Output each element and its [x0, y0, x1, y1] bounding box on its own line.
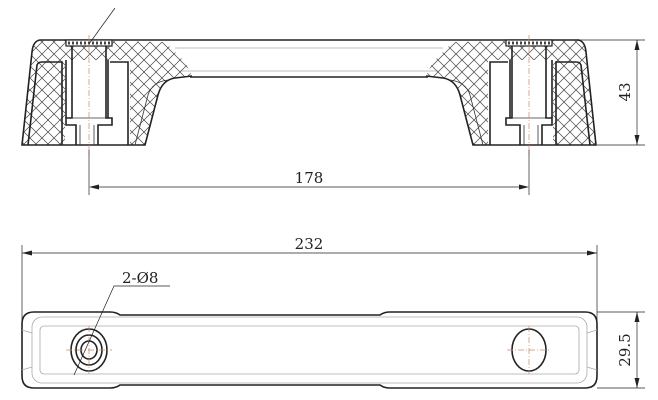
hole-spacing-dimension: 178 — [88, 150, 530, 195]
overall-length-dimension: 232 — [21, 235, 598, 325]
hole-spacing-label: 178 — [295, 169, 324, 187]
leader-line — [88, 7, 116, 45]
right-hole — [507, 326, 551, 374]
height-dimension: 43 — [579, 39, 645, 146]
width-label: 29.5 — [616, 333, 634, 366]
overall-length-label: 232 — [295, 235, 324, 253]
left-end-section — [20, 38, 194, 147]
width-dimension: 29.5 — [597, 311, 645, 389]
plan-view: 2-Ø8 — [21, 269, 598, 389]
height-label: 43 — [616, 82, 634, 101]
left-hole — [66, 326, 112, 374]
handle-outline — [21, 311, 598, 389]
right-end-section — [424, 38, 598, 147]
hole-callout-leader — [73, 285, 170, 376]
hole-callout-label: 2-Ø8 — [122, 269, 158, 287]
front-section-view — [20, 7, 598, 155]
